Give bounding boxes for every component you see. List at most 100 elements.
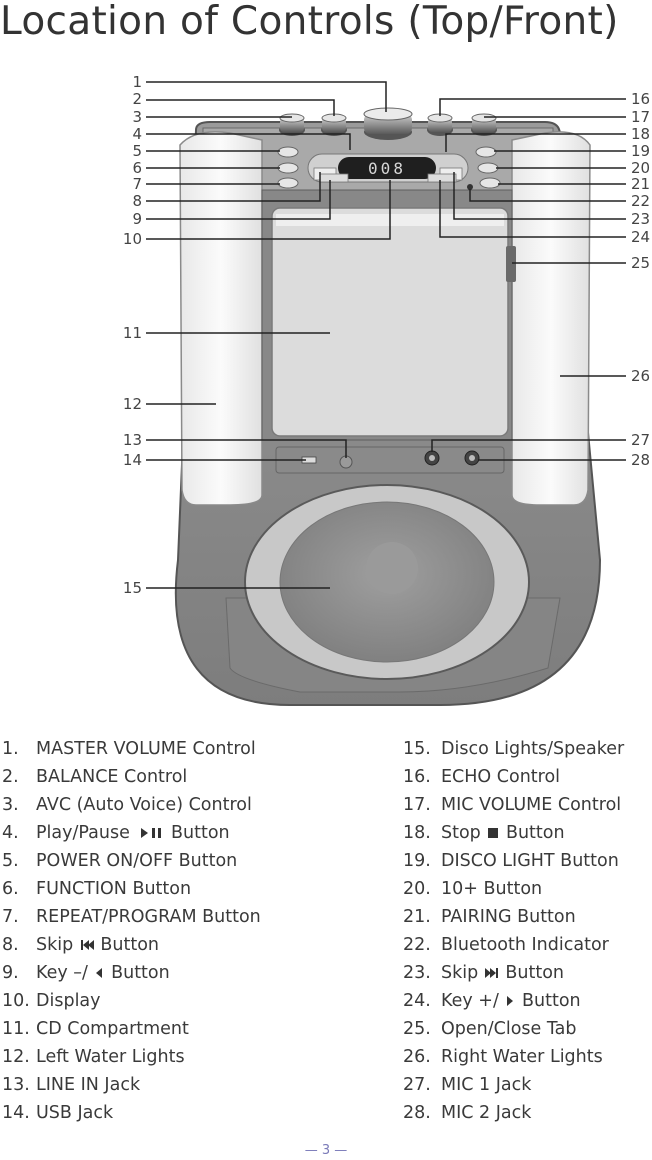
legend-text-suffix: Button bbox=[171, 823, 230, 843]
triangle-left-icon bbox=[95, 968, 102, 978]
legend-text-suffix: Button bbox=[100, 935, 159, 955]
callout-13: 13 bbox=[122, 431, 142, 449]
legend-text-suffix: Button bbox=[505, 823, 565, 843]
callout-14: 14 bbox=[122, 451, 142, 469]
legend-text-suffix: Button bbox=[111, 963, 170, 983]
triangle-right-icon bbox=[507, 996, 514, 1006]
key-minus-button bbox=[319, 173, 349, 183]
page-title: Location of Controls (Top/Front) bbox=[0, 0, 619, 44]
callout-4: 4 bbox=[132, 125, 142, 143]
leader-lines-left bbox=[146, 81, 391, 589]
callout-27: 27 bbox=[631, 431, 651, 449]
legend-text: ECHO Control bbox=[441, 767, 561, 787]
legend-text: LINE IN Jack bbox=[36, 1075, 141, 1095]
legend-text: MIC 2 Jack bbox=[441, 1103, 532, 1123]
legend-number: 13. bbox=[2, 1075, 30, 1095]
legend-number: 8. bbox=[2, 935, 19, 955]
legend-number: 7. bbox=[2, 907, 19, 927]
legend-number: 15. bbox=[403, 739, 431, 759]
skip-back-icon bbox=[80, 940, 94, 950]
legend-text: MIC VOLUME Control bbox=[441, 795, 622, 815]
callout-22: 22 bbox=[631, 192, 651, 210]
callout-9: 9 bbox=[132, 210, 142, 228]
page-number: — 3 — bbox=[304, 1143, 348, 1158]
legend-number: 22. bbox=[403, 935, 431, 955]
stop-button bbox=[475, 146, 497, 158]
legend-text-suffix: Button bbox=[522, 991, 581, 1011]
legend-number: 4. bbox=[2, 823, 19, 843]
bluetooth-indicator bbox=[467, 184, 473, 190]
legend-text: PAIRING Button bbox=[441, 907, 576, 927]
skip-forward-icon bbox=[484, 968, 498, 978]
play-pause-button bbox=[277, 146, 299, 158]
legend-text: MIC 1 Jack bbox=[441, 1075, 532, 1095]
right-water-lights bbox=[511, 131, 591, 506]
callout-18: 18 bbox=[631, 125, 651, 143]
callout-8: 8 bbox=[132, 192, 142, 210]
legend-number: 26. bbox=[403, 1047, 431, 1067]
callout-25: 25 bbox=[631, 254, 651, 272]
legend-text: Key –/ bbox=[36, 963, 88, 983]
legend-number: 11. bbox=[2, 1019, 30, 1039]
legend-number: 24. bbox=[403, 991, 431, 1011]
power-button bbox=[277, 162, 299, 174]
display bbox=[338, 157, 436, 179]
legend-text: BALANCE Control bbox=[36, 767, 188, 787]
legend-text-suffix: Button bbox=[505, 963, 564, 983]
legend-text: Disco Lights/Speaker bbox=[441, 739, 625, 759]
callout-6: 6 bbox=[132, 159, 142, 177]
legend-text: Bluetooth Indicator bbox=[441, 935, 609, 955]
legend-number: 20. bbox=[403, 879, 431, 899]
legend-number: 23. bbox=[403, 963, 431, 983]
legend-number: 2. bbox=[2, 767, 19, 787]
legend-text: Stop bbox=[441, 823, 481, 843]
legend-text: Key +/ bbox=[441, 991, 499, 1011]
callout-2: 2 bbox=[132, 90, 142, 108]
legend-number: 19. bbox=[403, 851, 431, 871]
legend-text: Open/Close Tab bbox=[441, 1019, 577, 1039]
callout-23: 23 bbox=[631, 210, 651, 228]
legend-text: AVC (Auto Voice) Control bbox=[36, 795, 252, 815]
callout-3: 3 bbox=[132, 108, 142, 126]
legend-text: FUNCTION Button bbox=[36, 879, 192, 899]
legend-text: CD Compartment bbox=[36, 1019, 189, 1039]
legend-text: Left Water Lights bbox=[36, 1047, 185, 1067]
legend-number: 6. bbox=[2, 879, 19, 899]
callout-1: 1 bbox=[132, 73, 142, 91]
callout-17: 17 bbox=[631, 108, 651, 126]
callout-26: 26 bbox=[631, 367, 651, 385]
legend-number: 16. bbox=[403, 767, 431, 787]
legend-number: 27. bbox=[403, 1075, 431, 1095]
disco-light-button bbox=[477, 162, 499, 174]
legend-text: Play/Pause bbox=[36, 823, 130, 843]
ten-plus-button bbox=[479, 177, 501, 189]
legend-text: DISCO LIGHT Button bbox=[441, 851, 619, 871]
legend-text: USB Jack bbox=[36, 1103, 114, 1123]
legend-text: Skip bbox=[36, 935, 74, 955]
play-pause-icon bbox=[141, 828, 162, 838]
legend-number: 21. bbox=[403, 907, 431, 927]
callout-19: 19 bbox=[631, 142, 651, 160]
function-button bbox=[277, 177, 299, 189]
callout-21: 21 bbox=[631, 175, 651, 193]
callout-15: 15 bbox=[122, 579, 142, 597]
legend-text: Skip bbox=[441, 963, 479, 983]
legend-number: 18. bbox=[403, 823, 431, 843]
callout-10: 10 bbox=[122, 230, 142, 248]
callout-11: 11 bbox=[122, 324, 142, 342]
legend-number: 14. bbox=[2, 1103, 30, 1123]
legend-text: REPEAT/PROGRAM Button bbox=[36, 907, 261, 927]
left-water-lights bbox=[179, 131, 263, 506]
cd-compartment bbox=[271, 207, 509, 437]
callout-7: 7 bbox=[132, 175, 142, 193]
open-close-tab bbox=[506, 246, 516, 282]
callout-16: 16 bbox=[631, 90, 651, 108]
legend-number: 10. bbox=[2, 991, 30, 1011]
legend-text: POWER ON/OFF Button bbox=[36, 851, 238, 871]
legend-text: 10+ Button bbox=[441, 879, 543, 899]
karaoke-machine-illustration: 008 bbox=[146, 81, 626, 706]
legend-text: Display bbox=[36, 991, 101, 1011]
legend-number: 17. bbox=[403, 795, 431, 815]
callout-24: 24 bbox=[631, 228, 651, 246]
leader-lines-right bbox=[431, 98, 626, 461]
